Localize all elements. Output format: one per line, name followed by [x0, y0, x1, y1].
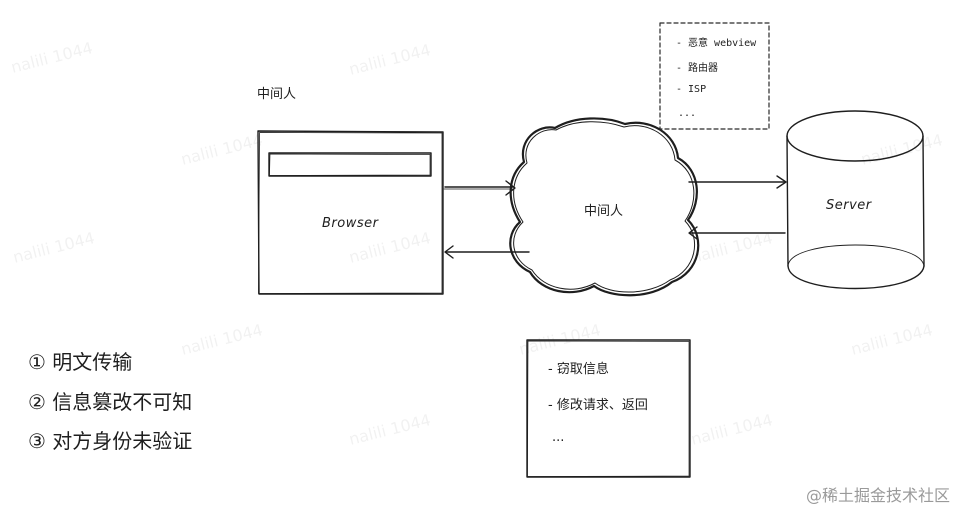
server-label: Server — [826, 198, 872, 213]
attack-item: ... — [552, 430, 565, 445]
cloud-label: 中间人 — [584, 204, 624, 219]
arrow-server-to-cloud — [688, 226, 786, 240]
arrow-cloud-to-browser — [444, 245, 530, 259]
mitm-source-item: ... — [678, 108, 697, 119]
mitm-source-item: - ISP — [676, 84, 707, 95]
risk-item: ③ 对方身份未验证 — [28, 429, 193, 453]
top-middleman-label: 中间人 — [257, 87, 297, 102]
browser-box — [257, 130, 444, 295]
mitm-source-item: - 恶意 webview — [676, 38, 757, 49]
browser-address-bar — [268, 152, 432, 177]
mitm-sources-box — [659, 22, 770, 130]
attacks-box — [526, 339, 691, 478]
attack-item: - 修改请求、返回 — [548, 398, 648, 413]
risk-item: ② 信息篡改不可知 — [28, 390, 193, 414]
arrow-cloud-to-server — [688, 175, 787, 189]
server-cylinder — [786, 110, 925, 290]
mitm-source-item: - 路由器 — [676, 63, 719, 74]
credit-label: @稀土掘金技术社区 — [806, 486, 951, 505]
attack-item: - 窃取信息 — [548, 362, 609, 377]
arrow-browser-to-cloud — [443, 180, 516, 196]
browser-label: Browser — [322, 216, 379, 231]
risk-item: ① 明文传输 — [28, 350, 133, 374]
